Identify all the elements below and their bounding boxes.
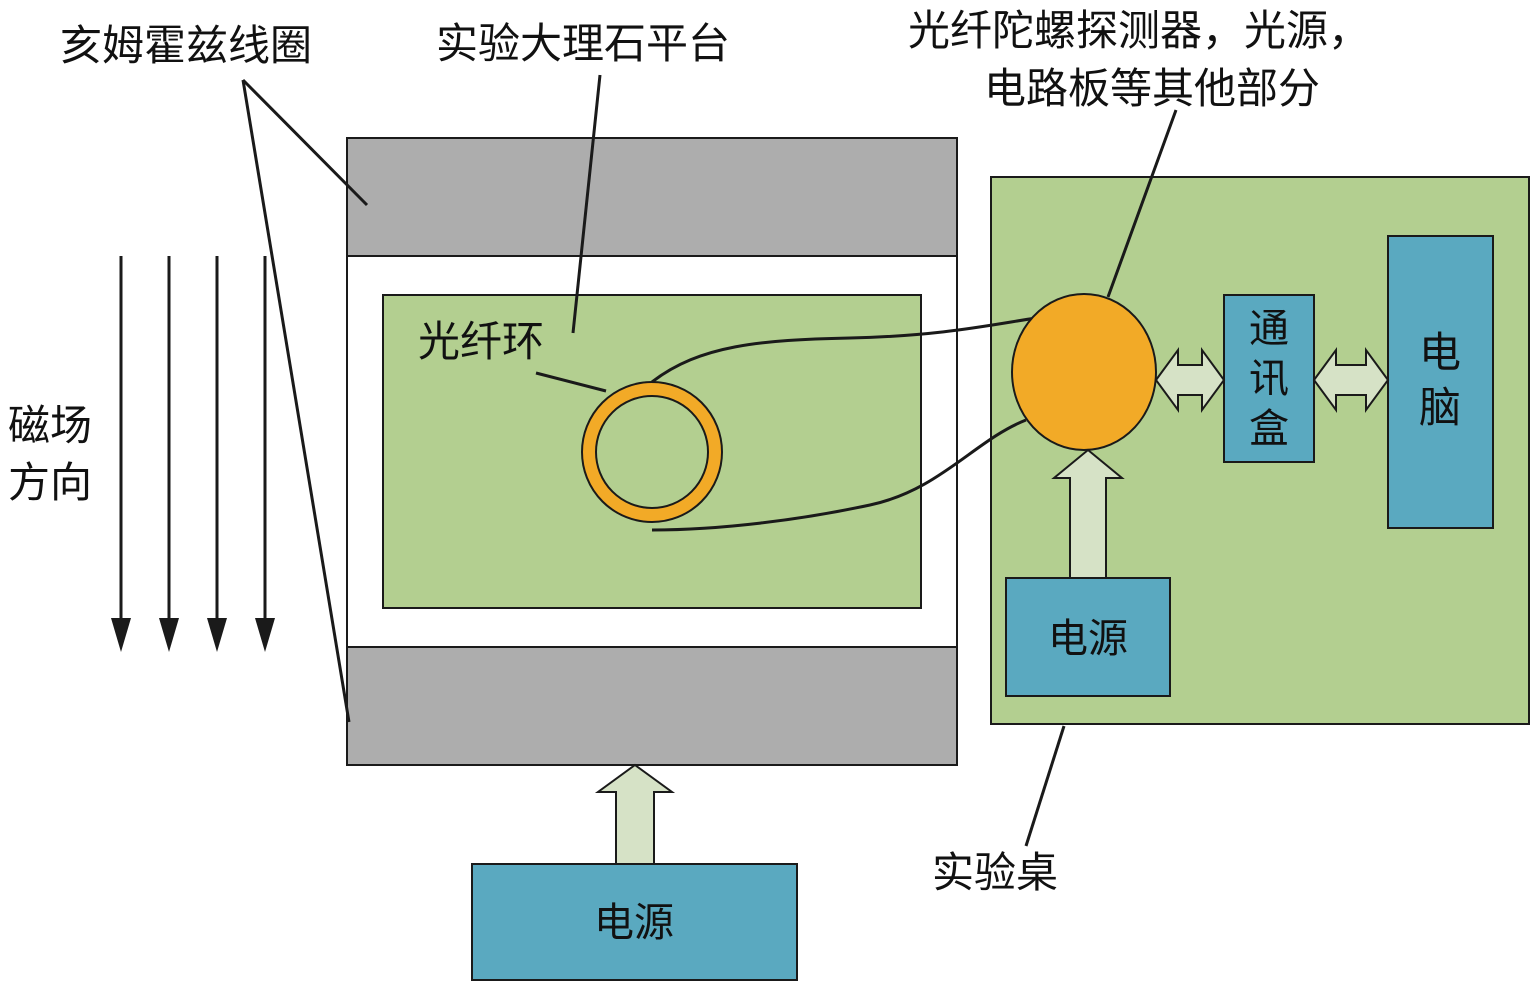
helmholtz-coil-label: 亥姆霍兹线圈 bbox=[60, 21, 312, 70]
power-supply-table: 电源 bbox=[1005, 577, 1171, 697]
double-arrow-icon bbox=[1154, 346, 1226, 414]
leader-detector bbox=[1106, 109, 1178, 298]
fiber-leads bbox=[651, 316, 1037, 532]
leader-table bbox=[1024, 725, 1066, 847]
comm-box-char-2: 讯 bbox=[1249, 356, 1289, 402]
double-arrow-icon bbox=[1312, 346, 1390, 414]
leader-platform bbox=[571, 74, 602, 334]
power-supply-bottom-label: 电源 bbox=[594, 900, 674, 946]
power-supply-table-label: 电源 bbox=[1048, 616, 1128, 662]
fiber-ring-label: 光纤环 bbox=[418, 317, 544, 366]
gyro-detector bbox=[1011, 293, 1157, 451]
coil-bottom bbox=[346, 646, 958, 766]
down-arrow-icon bbox=[255, 256, 275, 652]
computer-box: 电 脑 bbox=[1387, 235, 1494, 529]
comm-box-char-3: 盒 bbox=[1249, 406, 1289, 452]
down-arrow-icon bbox=[111, 256, 131, 652]
up-arrow-icon bbox=[594, 763, 676, 865]
down-arrow-icon bbox=[159, 256, 179, 652]
leader-fiber-ring bbox=[535, 371, 607, 393]
power-supply-bottom: 电源 bbox=[471, 863, 798, 981]
leader-lines bbox=[241, 74, 1178, 847]
coil-top bbox=[346, 137, 958, 257]
down-arrow-icon bbox=[207, 256, 227, 652]
field-arrows bbox=[111, 256, 275, 652]
marble-platform-label: 实验大理石平台 bbox=[436, 19, 730, 68]
field-direction-label-line1: 磁场 bbox=[8, 401, 92, 450]
leader-coil-bottom bbox=[241, 79, 351, 723]
helmholtz-coil-assembly bbox=[346, 137, 958, 766]
leader-coil-top bbox=[241, 78, 369, 207]
fiber-ring bbox=[581, 381, 723, 523]
computer-char-2: 脑 bbox=[1419, 383, 1461, 432]
comm-box-char-1: 通 bbox=[1249, 306, 1289, 352]
detector-label-line2: 电路板等其他部分 bbox=[984, 64, 1320, 113]
table-label: 实验桌 bbox=[932, 848, 1058, 897]
field-direction-label-line2: 方向 bbox=[8, 458, 92, 507]
computer-char-1: 电 bbox=[1419, 328, 1461, 377]
detector-label-line1: 光纤陀螺探测器，光源， bbox=[908, 6, 1370, 55]
comm-box: 通 讯 盒 bbox=[1223, 294, 1315, 463]
